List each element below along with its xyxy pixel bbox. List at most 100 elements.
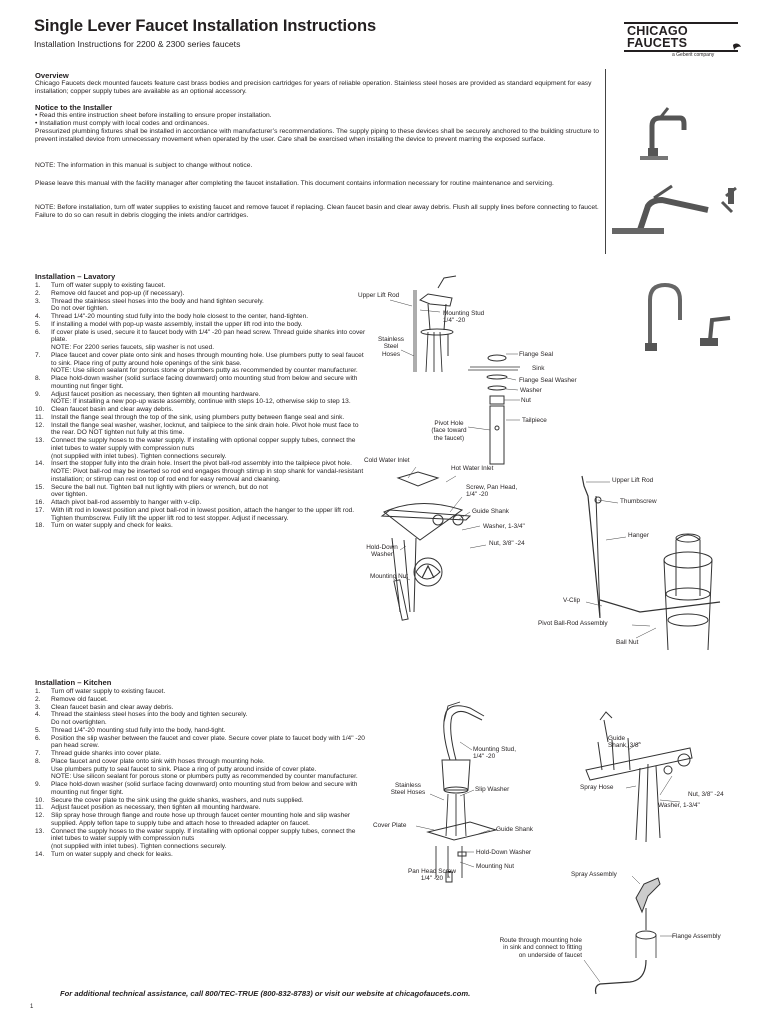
notice-bullet-1: • Read this entire instruction sheet bef… xyxy=(35,112,272,119)
step-number: 6. xyxy=(35,734,41,742)
notice-bullet-2: • Installation must comply with local co… xyxy=(35,120,210,127)
lavatory-steps: 1.Turn off water supply to existing fauc… xyxy=(35,282,367,530)
label-screw-pan-head: Screw, Pan Head, 1/4" -20 xyxy=(466,484,518,499)
step-text: Place hold-down washer (solid surface fa… xyxy=(51,375,358,390)
step-number: 6. xyxy=(35,328,41,336)
label-spray-hose: Spray Hose xyxy=(580,784,614,791)
step-number: 1. xyxy=(35,688,41,695)
step-text: Secure the cover plate to the sink using… xyxy=(51,796,304,804)
step-text: If installing a model with pop-up waste … xyxy=(51,320,303,328)
step-number: 5. xyxy=(35,726,41,734)
lavatory-step: 13.Connect the supply hoses to the water… xyxy=(35,437,367,460)
label-mounting-stud-1: Mounting Stud 1/4" -20 xyxy=(443,310,485,325)
label-washer-1-3-4-1: Washer, 1-3/4" xyxy=(483,523,525,530)
label-guide-shank-1: Guide Shank xyxy=(472,508,509,515)
lavatory-step: 9.Adjust faucet position as necessary, t… xyxy=(35,391,367,407)
step-text: Insert the stopper fully into the drain … xyxy=(51,460,364,483)
step-text: Connect the supply hoses to the water su… xyxy=(51,827,356,851)
gooseneck-faucet-image xyxy=(645,285,730,351)
label-hold-down-washer-2: Hold-Down Washer xyxy=(476,849,532,856)
label-cover-plate: Cover Plate xyxy=(373,822,407,829)
spray-assembly-diagram xyxy=(596,878,661,994)
label-washer-1-3-4-2: Washer, 1-3/4" xyxy=(658,802,700,809)
step-text: Clean faucet basin and clear away debris… xyxy=(51,703,174,711)
label-hold-down-washer-1: Hold-Down Washer xyxy=(366,544,398,559)
kitchen-steps: 1. Turn off water supply to existing fauc… xyxy=(35,688,365,859)
notice-paragraph-2: NOTE: The information in this manual is … xyxy=(35,162,253,169)
kitchen-step: 7. Thread guide shanks into cover plate. xyxy=(35,750,365,758)
popup-rod-assembly-diagram xyxy=(582,476,720,650)
logo-tagline: a Geberit company xyxy=(672,52,715,58)
lavatory-step: 17.With lift rod in lowest position and … xyxy=(35,507,367,523)
column-divider xyxy=(605,69,606,254)
step-number: 10. xyxy=(35,406,45,413)
label-mounting-stud-2: Mounting Stud, 1/4" -20 xyxy=(473,746,516,761)
step-number: 7. xyxy=(35,750,41,757)
notice-paragraph-3: Please leave this manual with the facili… xyxy=(35,180,554,187)
step-number: 8. xyxy=(35,757,41,765)
step-text: Connect the supply hoses to the water su… xyxy=(51,437,356,460)
step-text: Install the flange seal through the top … xyxy=(51,413,345,421)
logo-line-1: CHICAGO xyxy=(627,24,688,38)
label-nut-3-8-1: Nut, 3/8" -24 xyxy=(489,540,525,547)
kitchen-step: 6. Position the slip washer between the f… xyxy=(35,735,365,751)
lavatory-step: 6.If cover plate is used, secure it to f… xyxy=(35,329,367,352)
kitchen-step: 13.Connect the supply hoses to the water… xyxy=(35,828,365,851)
step-text: Thread the stainless steel hoses into th… xyxy=(51,711,248,726)
step-text: Clean faucet basin and clear away debris… xyxy=(51,406,174,413)
step-number: 3. xyxy=(35,703,41,711)
step-text: Place faucet and cover plate onto sink a… xyxy=(51,351,364,375)
kitchen-step: 2.Remove old faucet. xyxy=(35,696,365,704)
step-number: 4. xyxy=(35,711,41,719)
kitchen-step: 10. Secure the cover plate to the sink us… xyxy=(35,797,365,805)
step-number: 10. xyxy=(35,796,45,804)
step-text: Thread 1/4"-20 mounting stud fully into … xyxy=(51,313,309,320)
lavatory-step: 8.Place hold-down washer (solid surface … xyxy=(35,375,367,391)
overview-heading: Overview xyxy=(35,71,69,80)
lavatory-step: 1.Turn off water supply to existing fauc… xyxy=(35,282,367,290)
step-text: Place faucet and cover plate onto sink w… xyxy=(51,757,358,781)
step-number: 11. xyxy=(35,804,44,812)
label-pan-head-screw: Pan Head Screw 1/4" -20 xyxy=(408,868,456,883)
step-text: Turn off water supply to existing faucet… xyxy=(51,688,166,695)
chicago-faucets-logo: CHICAGO FAUCETS a Geberit company xyxy=(624,20,744,62)
page-number: 1 xyxy=(30,1004,34,1010)
lavatory-step: 11.Install the flange seal through the t… xyxy=(35,414,367,422)
step-number: 7. xyxy=(35,351,41,359)
lavatory-underside-diagram xyxy=(382,472,470,620)
step-number: 1. xyxy=(35,282,41,289)
label-v-clip: V-Clip xyxy=(563,597,581,604)
step-number: 12. xyxy=(35,421,45,429)
step-text: Install the flange seal washer, washer, … xyxy=(51,421,359,437)
lavatory-step: 12. Install the flange seal washer, washe… xyxy=(35,422,367,438)
step-number: 9. xyxy=(35,390,41,398)
label-nut: Nut xyxy=(521,397,531,404)
kitchen-faucet-diagram xyxy=(428,702,496,882)
label-upper-lift-rod-1: Upper Lift Rod xyxy=(358,292,400,299)
notice-paragraph-4: NOTE: Before installation, turn off wate… xyxy=(35,204,599,220)
step-text: Secure the ball nut. Tighten ball nut li… xyxy=(51,483,268,499)
label-cold-water-inlet: Cold Water Inlet xyxy=(364,457,410,464)
step-text: Thread guide shanks into cover plate. xyxy=(51,750,161,757)
kitchen-faucet-with-spray-image xyxy=(612,186,736,234)
kitchen-step: 1. Turn off water supply to existing fauc… xyxy=(35,688,365,696)
label-pivot-hole: Pivot Hole (face toward the faucet) xyxy=(431,420,467,442)
step-text: Thread the stainless steel hoses into th… xyxy=(51,297,264,313)
kitchen-step: 5.Thread 1/4"-20 mounting stud fully int… xyxy=(35,727,365,735)
step-text: Position the slip washer between the fau… xyxy=(51,734,365,750)
step-number: 2. xyxy=(35,289,41,297)
step-number: 9. xyxy=(35,781,41,788)
label-nut-3-8-2: Nut, 3/8" -24 xyxy=(688,791,724,798)
lavatory-step: 10. Clean faucet basin and clear away deb… xyxy=(35,406,367,414)
lavatory-heading: Installation – Lavatory xyxy=(35,272,116,281)
step-number: 3. xyxy=(35,297,41,305)
step-number: 5. xyxy=(35,320,41,328)
step-number: 14. xyxy=(35,850,45,858)
label-stainless-steel-hoses-2: Stainless Steel Hoses xyxy=(390,782,426,797)
lavatory-faucet-diagram xyxy=(414,276,456,372)
label-hot-water-inlet: Hot Water Inlet xyxy=(451,465,494,472)
footer-assistance-text: For additional technical assistance, cal… xyxy=(60,989,471,998)
step-text: Slip spray hose through flange and route… xyxy=(51,812,351,827)
label-washer: Washer xyxy=(520,387,542,394)
